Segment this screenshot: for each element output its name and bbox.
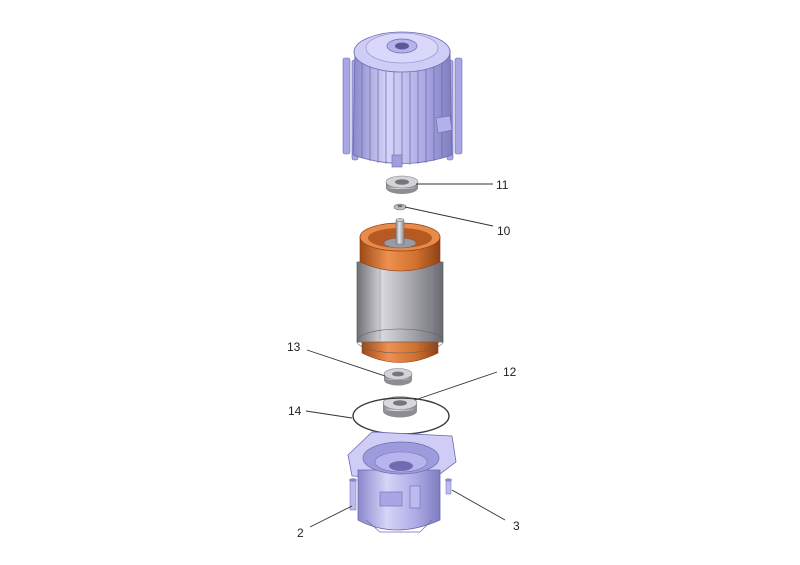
- leader-2: [309, 505, 353, 528]
- callout-11: 11: [496, 178, 509, 192]
- callout-numbers: 11 10 13 12 14 2 3: [287, 178, 520, 540]
- stator-assembly: [356, 218, 444, 363]
- callout-14: 14: [288, 404, 302, 418]
- callout-13: 13: [287, 340, 301, 354]
- leader-3: [451, 489, 506, 521]
- bearing-13: [383, 368, 413, 386]
- motor-cover-top: [342, 31, 463, 168]
- lower-housing: [347, 431, 457, 533]
- leader-14: [305, 410, 353, 419]
- callout-12: 12: [503, 365, 517, 379]
- bearing-12: [382, 396, 418, 418]
- callout-2: 2: [297, 526, 304, 540]
- callout-3: 3: [513, 519, 520, 533]
- leader-12: [414, 371, 498, 401]
- leader-lines: [305, 183, 506, 528]
- washer-10: [393, 203, 407, 211]
- leader-10: [404, 206, 494, 227]
- bearing-11: [385, 175, 419, 194]
- callout-10: 10: [497, 224, 511, 238]
- leader-13: [306, 349, 386, 377]
